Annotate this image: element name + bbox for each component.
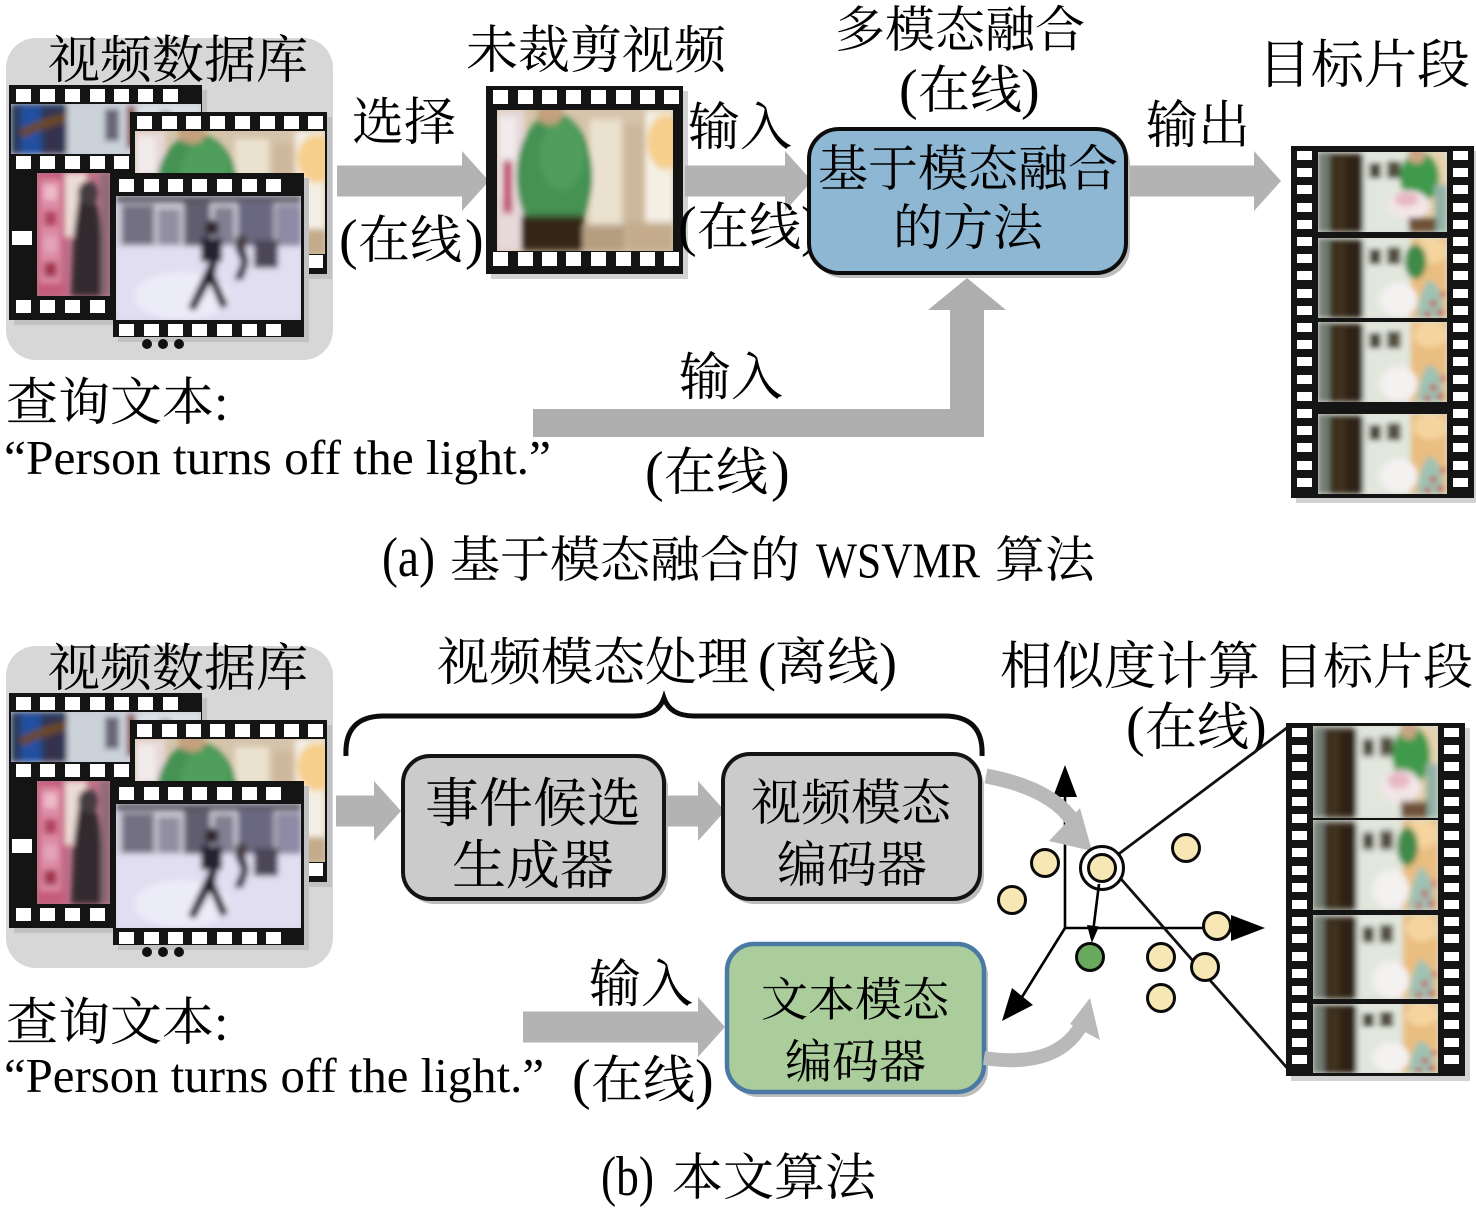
svg-text:): ) bbox=[695, 1049, 714, 1111]
svg-text:): ) bbox=[771, 441, 790, 503]
svg-text:): ) bbox=[465, 209, 484, 271]
svg-text:“Person turns off the light.”: “Person turns off the light.” bbox=[4, 1048, 544, 1103]
svg-text:(: ( bbox=[678, 196, 697, 258]
svg-text:WSVMR: WSVMR bbox=[816, 532, 981, 588]
svg-text:(b): (b) bbox=[601, 1146, 654, 1208]
svg-text:(: ( bbox=[645, 441, 664, 503]
svg-text:(: ( bbox=[899, 59, 918, 121]
svg-text:): ) bbox=[1021, 59, 1040, 121]
svg-text:): ) bbox=[1248, 696, 1267, 758]
svg-text:(: ( bbox=[572, 1049, 591, 1111]
svg-text::: : bbox=[214, 375, 228, 432]
svg-text:(: ( bbox=[758, 632, 776, 692]
svg-text::: : bbox=[214, 995, 228, 1052]
svg-text:(: ( bbox=[1126, 696, 1145, 758]
svg-text:(: ( bbox=[339, 209, 358, 271]
svg-text:“Person turns off the light.”: “Person turns off the light.” bbox=[4, 430, 551, 485]
svg-text:): ) bbox=[879, 632, 897, 692]
svg-text:(a): (a) bbox=[382, 527, 435, 589]
